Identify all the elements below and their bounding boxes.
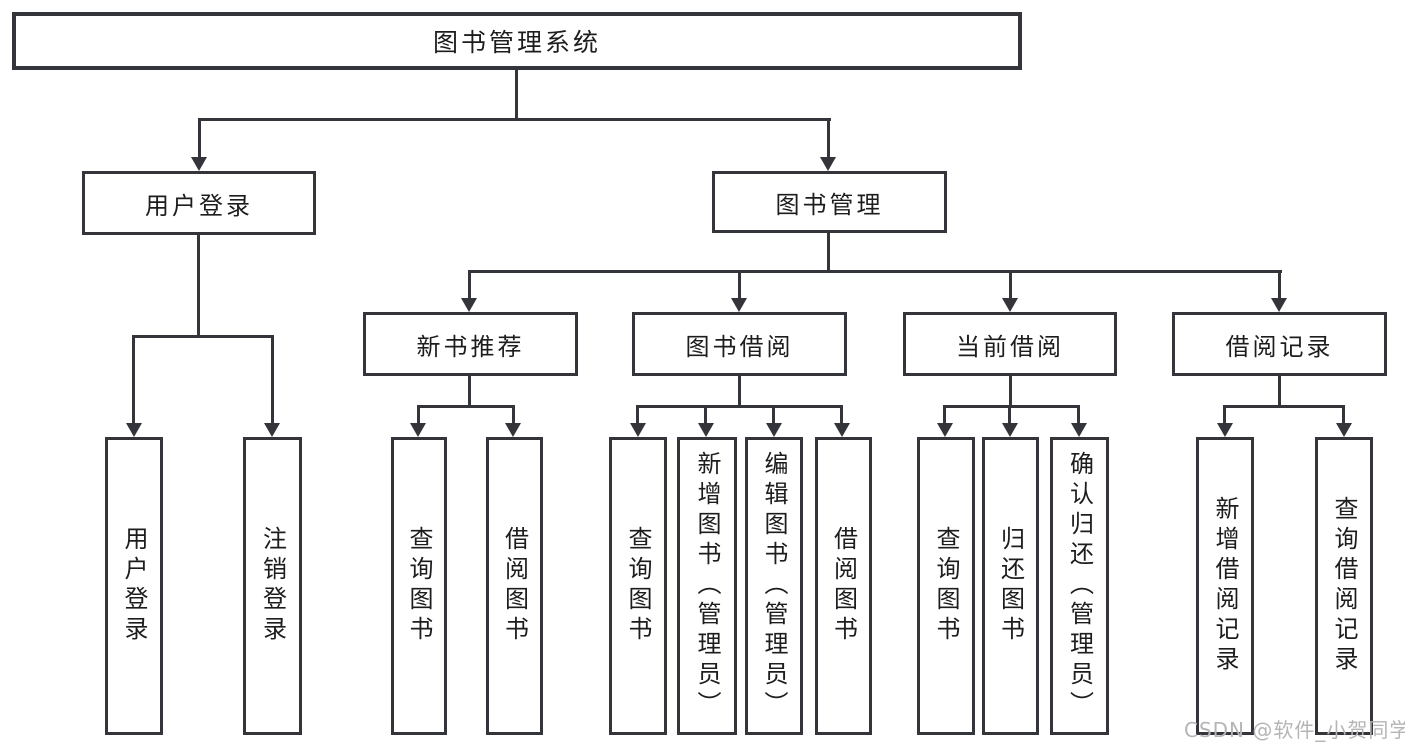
leaf-newbooks-borrow-label: 借阅图书	[500, 526, 529, 646]
arrow-to-cb-query	[937, 423, 953, 437]
arrow-to-br-query	[1336, 423, 1352, 437]
leaf-logout-label: 注销登录	[258, 526, 287, 646]
connector-bb-edit-stem	[772, 405, 775, 424]
leaf-current-confirm: 确认归还（管理员）	[1050, 437, 1109, 735]
node-user-login: 用户登录	[82, 171, 316, 235]
connector-cb-return-stem	[1008, 405, 1011, 424]
node-book-borrowing: 图书借阅	[632, 312, 847, 376]
connector-root-stem	[515, 70, 518, 120]
connector-leaf-logout-stem	[271, 335, 274, 423]
connector-nb-borrow-stem	[512, 405, 515, 424]
node-new-books: 新书推荐	[363, 312, 578, 376]
leaf-user-login: 用户登录	[105, 437, 163, 735]
connector-leaf-login-stem	[132, 335, 135, 423]
connector-bookmgmt-stem	[827, 118, 830, 158]
leaf-borrowing-borrow: 借阅图书	[815, 437, 872, 735]
connector-newbooks-stem	[468, 270, 471, 298]
leaf-records-add: 新增借阅记录	[1196, 437, 1254, 735]
arrow-to-nb-borrow	[505, 423, 521, 437]
leaf-borrowing-edit-label: 编辑图书（管理员）	[760, 451, 788, 721]
arrow-to-new-books	[461, 298, 477, 312]
connector-borrowing-down	[738, 376, 741, 407]
connector-bookmgmt-rail	[469, 270, 1282, 273]
leaf-borrowing-query: 查询图书	[609, 437, 667, 735]
connector-br-add-stem	[1223, 405, 1226, 424]
connector-current-rail	[943, 405, 1080, 408]
leaf-records-query: 查询借阅记录	[1315, 437, 1373, 735]
connector-records-stem	[1278, 270, 1281, 298]
leaf-current-return: 归还图书	[982, 437, 1039, 735]
connector-userlogin-down	[197, 235, 200, 337]
connector-records-rail	[1223, 405, 1345, 408]
connector-userlogin-rail	[133, 335, 274, 338]
leaf-user-login-label: 用户登录	[120, 526, 148, 646]
arrow-to-book-borrowing	[731, 298, 747, 312]
connector-root-rail	[198, 118, 831, 121]
leaf-borrowing-query-label: 查询图书	[624, 526, 652, 646]
leaf-current-confirm-label: 确认归还（管理员）	[1065, 451, 1094, 721]
connector-records-down	[1278, 376, 1281, 407]
leaf-borrowing-borrow-label: 借阅图书	[829, 526, 858, 646]
connector-userlogin-stem	[198, 118, 201, 158]
connector-borrowing-rail	[636, 405, 843, 408]
leaf-records-query-label: 查询借阅记录	[1330, 496, 1358, 676]
connector-bb-borrow-stem	[840, 405, 843, 424]
connector-bookmgmt-down	[827, 232, 830, 273]
arrow-to-cb-confirm	[1071, 423, 1087, 437]
leaf-records-add-label: 新增借阅记录	[1211, 496, 1239, 676]
arrow-to-leaf-login	[126, 423, 142, 437]
arrow-to-br-add	[1217, 423, 1233, 437]
connector-nb-query-stem	[417, 405, 420, 424]
arrow-to-user-login	[191, 157, 207, 171]
leaf-newbooks-borrow: 借阅图书	[486, 437, 543, 735]
leaf-borrowing-add: 新增图书（管理员）	[677, 437, 737, 735]
connector-cb-query-stem	[943, 405, 946, 424]
node-borrow-records: 借阅记录	[1172, 312, 1387, 376]
node-current-borrowing: 当前借阅	[903, 312, 1117, 376]
node-root: 图书管理系统	[12, 12, 1022, 70]
connector-newbooks-down	[468, 376, 471, 407]
arrow-to-bb-edit	[766, 423, 782, 437]
connector-current-down	[1009, 376, 1012, 407]
node-book-mgmt: 图书管理	[712, 171, 947, 233]
arrow-to-leaf-logout	[264, 423, 280, 437]
connector-bb-add-stem	[704, 405, 707, 424]
connector-newbooks-rail	[417, 405, 515, 408]
arrow-to-bb-add	[698, 423, 714, 437]
csdn-watermark: CSDN @软件_小贺同学	[1184, 718, 1405, 742]
arrow-to-nb-query	[410, 423, 426, 437]
arrow-to-bb-borrow	[834, 423, 850, 437]
leaf-borrowing-add-label: 新增图书（管理员）	[693, 451, 721, 721]
arrow-to-borrow-records	[1271, 298, 1287, 312]
leaf-current-return-label: 归还图书	[996, 526, 1025, 646]
connector-br-query-stem	[1342, 405, 1345, 424]
arrow-to-cb-return	[1002, 423, 1018, 437]
arrow-to-book-mgmt	[820, 157, 836, 171]
connector-borrowing-stem	[738, 270, 741, 298]
leaf-logout: 注销登录	[243, 437, 302, 735]
leaf-newbooks-query-label: 查询图书	[405, 526, 433, 646]
leaf-newbooks-query: 查询图书	[391, 437, 447, 735]
connector-current-stem	[1009, 270, 1012, 298]
connector-cb-confirm-stem	[1077, 405, 1080, 424]
connector-bb-query-stem	[636, 405, 639, 424]
arrow-to-bb-query	[630, 423, 646, 437]
leaf-current-query-label: 查询图书	[932, 526, 960, 646]
leaf-current-query: 查询图书	[917, 437, 975, 735]
leaf-borrowing-edit: 编辑图书（管理员）	[745, 437, 803, 735]
arrow-to-current-borrowing	[1002, 298, 1018, 312]
